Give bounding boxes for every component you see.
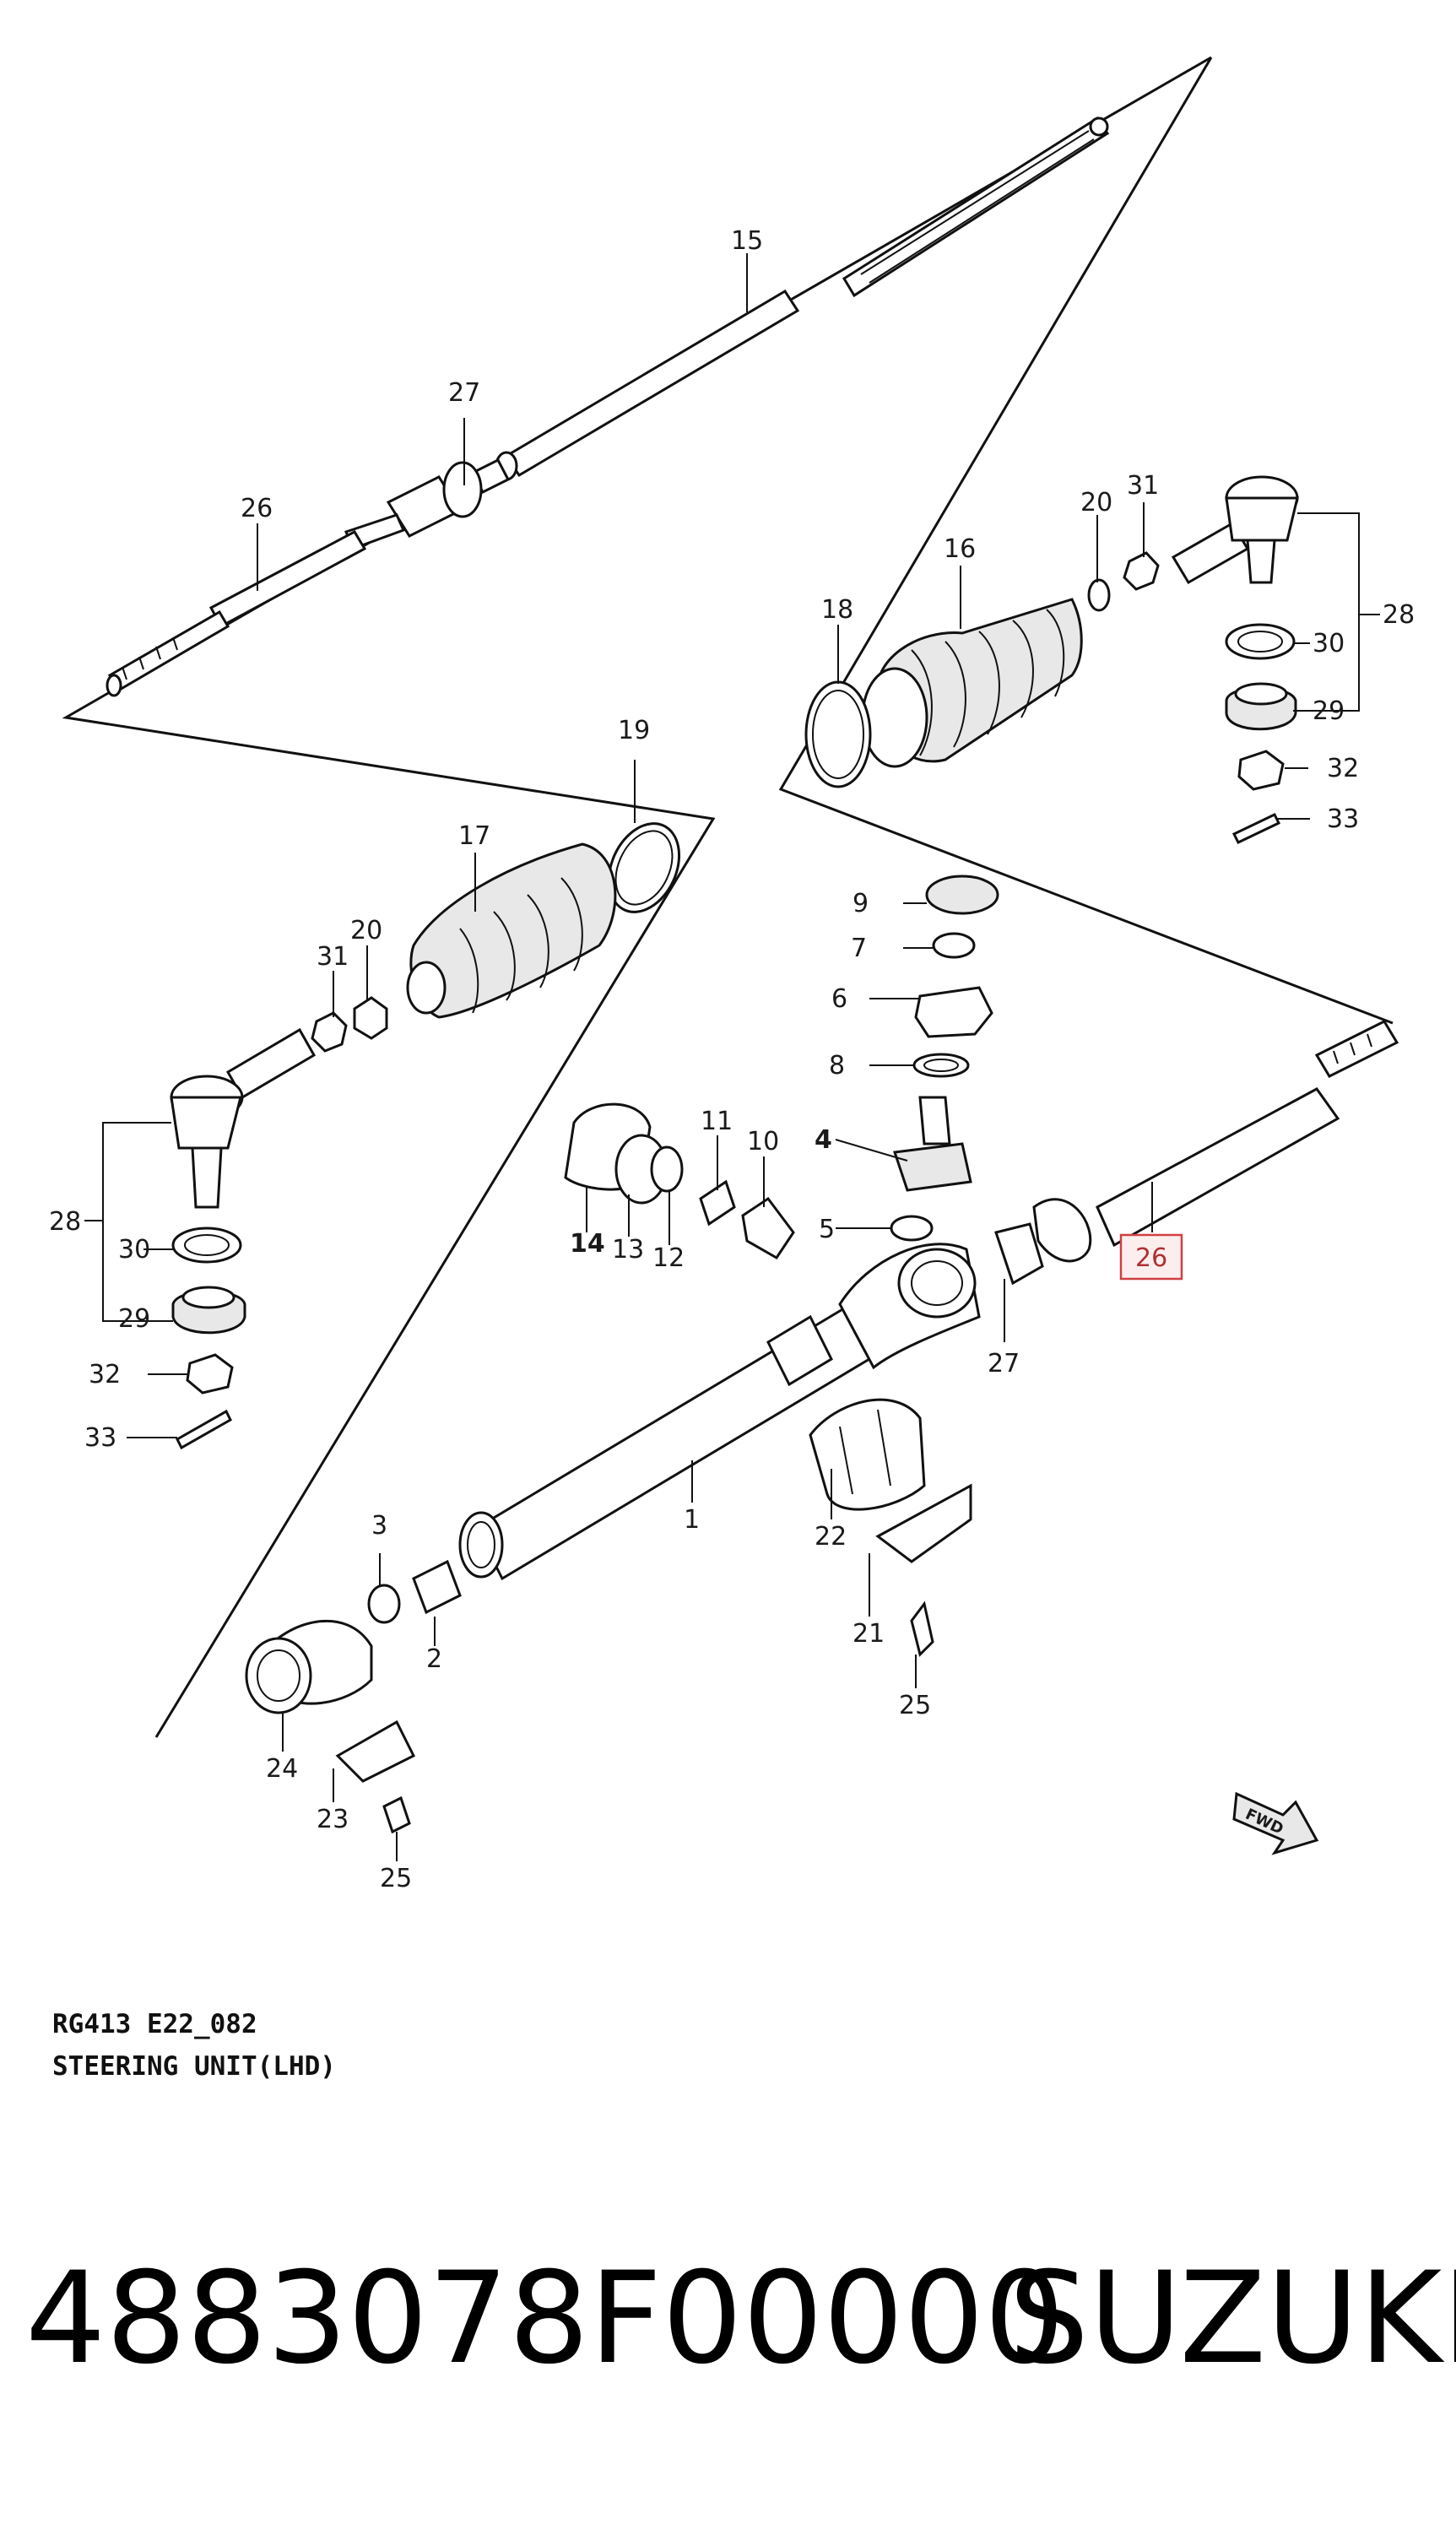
- steering-unit-diagram: FWD: [49, 56, 1415, 2082]
- upper-tie-rod-end: [1171, 475, 1299, 844]
- callout-29-left[interactable]: 29: [118, 1304, 150, 1334]
- boundary-lines: [62, 56, 1394, 1738]
- caption: 4883078F00000 SUZUKI: [0, 2245, 1456, 2414]
- callout-8[interactable]: 8: [829, 1051, 845, 1080]
- callout-9[interactable]: 9: [852, 889, 869, 918]
- callout-2[interactable]: 2: [426, 1644, 442, 1674]
- left-boot-and-tie-rod-end: [170, 822, 681, 1450]
- upper-tie-rod-assembly: [106, 116, 1110, 697]
- callout-21[interactable]: 21: [852, 1619, 885, 1649]
- diagram-panel: FWD: [49, 56, 1415, 2082]
- callout-26-upper[interactable]: 26: [241, 494, 273, 523]
- callout-27-upper[interactable]: 27: [448, 378, 480, 408]
- callout-17[interactable]: 17: [458, 821, 490, 851]
- callout-25-right[interactable]: 25: [899, 1691, 931, 1720]
- gear-housing-assembly: [564, 875, 1399, 1286]
- callout-7[interactable]: 7: [851, 934, 867, 963]
- highlight-box-26: [1119, 1233, 1183, 1281]
- callout-33-upper[interactable]: 33: [1327, 804, 1359, 834]
- callout-12[interactable]: 12: [652, 1243, 685, 1273]
- callout-26-highlighted[interactable]: 26: [1135, 1243, 1167, 1273]
- callout-23[interactable]: 23: [317, 1805, 349, 1834]
- callout-20-left[interactable]: 20: [350, 916, 382, 945]
- callout-22[interactable]: 22: [815, 1522, 847, 1552]
- fwd-arrow-icon: FWD: [1232, 1791, 1319, 1855]
- diagram-title: STEERING UNIT(LHD): [52, 2051, 336, 2082]
- mounting-parts: [245, 1398, 972, 1834]
- callout-1[interactable]: 1: [684, 1505, 700, 1535]
- callout-30-left[interactable]: 30: [118, 1235, 150, 1265]
- brand-name: SUZUKI: [1009, 2245, 1456, 2392]
- callout-32-upper[interactable]: 32: [1327, 754, 1359, 783]
- callout-33-left[interactable]: 33: [84, 1423, 116, 1453]
- callout-31-upper[interactable]: 31: [1127, 471, 1159, 501]
- callout-16[interactable]: 16: [944, 534, 976, 564]
- callout-28-upper[interactable]: 28: [1383, 600, 1415, 630]
- callout-18[interactable]: 18: [821, 595, 853, 625]
- diagram-code: RG413 E22_082: [52, 2009, 257, 2039]
- leader-lines: [84, 253, 1380, 1861]
- callout-32-left[interactable]: 32: [89, 1360, 121, 1389]
- callout-15[interactable]: 15: [731, 226, 763, 256]
- rack-tube: [458, 1243, 981, 1581]
- callout-10[interactable]: 10: [747, 1127, 779, 1156]
- callout-27-right[interactable]: 27: [988, 1349, 1020, 1378]
- callout-31-left[interactable]: 31: [317, 942, 349, 972]
- part-number: 4883078F00000: [25, 2245, 1065, 2392]
- callout-5[interactable]: 5: [819, 1215, 835, 1244]
- callout-labels: 15 27 26 16 18 20 31 28 30 29 32 33 19 1…: [49, 226, 1415, 1893]
- callout-20-upper[interactable]: 20: [1080, 488, 1112, 517]
- callout-24[interactable]: 24: [266, 1754, 298, 1784]
- callout-14[interactable]: 14: [570, 1229, 605, 1259]
- callout-3[interactable]: 3: [371, 1511, 387, 1541]
- callout-28-left[interactable]: 28: [49, 1207, 81, 1237]
- callout-11[interactable]: 11: [701, 1107, 733, 1136]
- callout-30-upper[interactable]: 30: [1313, 629, 1345, 658]
- callout-25-left[interactable]: 25: [380, 1864, 412, 1893]
- callout-29-upper[interactable]: 29: [1313, 696, 1345, 726]
- callout-4[interactable]: 4: [815, 1125, 832, 1155]
- callout-13[interactable]: 13: [612, 1235, 644, 1265]
- callout-6[interactable]: 6: [831, 984, 847, 1014]
- upper-boot-assembly: [804, 551, 1160, 788]
- callout-19[interactable]: 19: [618, 716, 650, 745]
